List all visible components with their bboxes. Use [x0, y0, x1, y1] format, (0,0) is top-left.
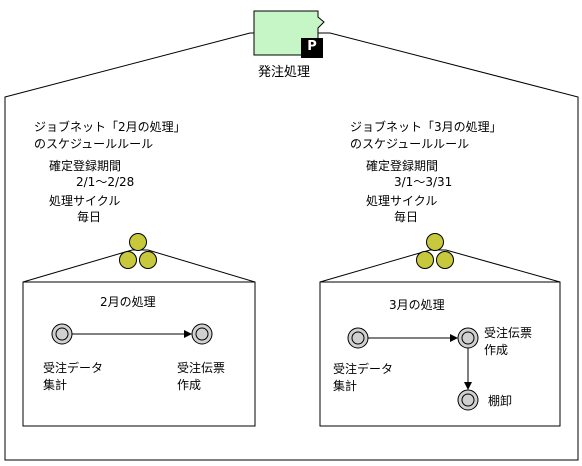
- right-job3: 棚卸: [488, 394, 513, 408]
- left-arrow: [72, 330, 192, 338]
- left-schedule-line2: のスケジュールルール: [34, 137, 154, 151]
- right-period-value: 3/1～3/31: [394, 175, 453, 189]
- left-net-title: 2月の処理: [100, 295, 156, 309]
- left-schedule-line1: ジョブネット「2月の処理」: [34, 120, 186, 134]
- left-period-label: 確定登録期間: [49, 159, 122, 173]
- right-cycle-label: 処理サイクル: [366, 194, 438, 208]
- right-job1-line2: 集計: [333, 379, 358, 393]
- top-jobnet-icon[interactable]: [253, 10, 325, 58]
- right-net-box: [319, 281, 561, 427]
- right-job2-line2: 作成: [484, 343, 509, 357]
- right-period-label: 確定登録期間: [366, 159, 439, 173]
- p-badge: [301, 38, 323, 58]
- right-job-inventory-icon[interactable]: [457, 389, 479, 411]
- left-job-aggregate-icon[interactable]: [51, 323, 73, 345]
- left-job2-line1: 受注伝票: [177, 361, 226, 375]
- p-badge-letter: P: [307, 39, 317, 54]
- left-cycle-label: 処理サイクル: [49, 194, 121, 208]
- right-job-slip-icon[interactable]: [457, 327, 479, 349]
- left-job1-line1: 受注データ: [43, 361, 104, 375]
- right-schedule-line1: ジョブネット「3月の処理」: [350, 120, 502, 134]
- left-job-slip-icon[interactable]: [191, 323, 213, 345]
- right-schedule-line2: のスケジュールルール: [350, 137, 470, 151]
- right-jobnet-icon[interactable]: [416, 233, 454, 269]
- left-cycle-value: 毎日: [77, 210, 102, 224]
- right-job-aggregate-icon[interactable]: [347, 327, 369, 349]
- left-net-box: [22, 281, 256, 427]
- top-job-label: 発注処理: [258, 65, 311, 80]
- left-job2-line2: 作成: [177, 378, 202, 392]
- right-arrow-vertical: [464, 348, 472, 390]
- right-net-title: 3月の処理: [389, 298, 445, 312]
- right-job2-line1: 受注伝票: [484, 326, 533, 340]
- left-job1-line2: 集計: [43, 378, 68, 392]
- right-cycle-value: 毎日: [394, 210, 419, 224]
- left-period-value: 2/1～2/28: [76, 175, 135, 189]
- right-arrow-horizontal: [368, 334, 458, 342]
- right-job1-line1: 受注データ: [333, 362, 394, 376]
- left-jobnet-icon[interactable]: [119, 233, 157, 269]
